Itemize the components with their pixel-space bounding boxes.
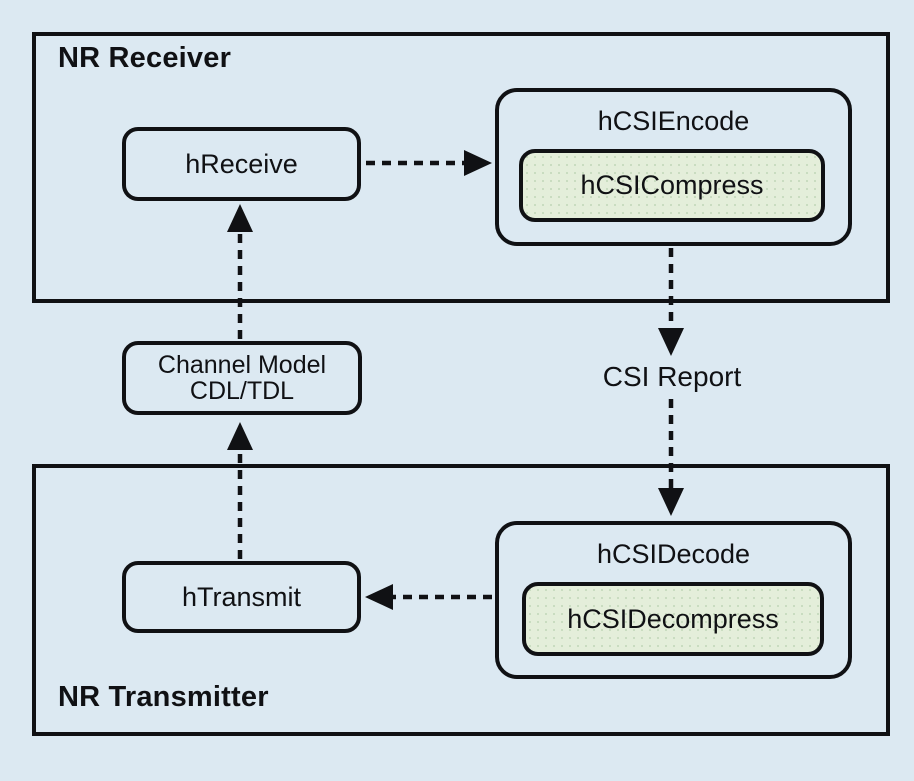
nr-transmitter-group-box [32,464,890,736]
hcsicompress-block: hCSICompress [519,149,825,222]
nr-receiver-group-box [32,32,890,303]
htransmit-block: hTransmit [122,561,361,633]
hreceive-label: hReceive [185,148,298,179]
channel-model-block: Channel Model CDL/TDL [122,341,362,415]
arrowhead-up-icon [227,422,253,450]
hcsiencode-label: hCSIEncode [597,106,750,136]
hcsicompress-label: hCSICompress [580,170,764,201]
csi-report-label: CSI Report [602,361,742,392]
hreceive-block: hReceive [122,127,361,201]
channel-model-line1: Channel Model [157,351,327,379]
nr-receiver-title: NR Receiver [58,42,232,74]
arrowhead-down-icon [658,328,684,356]
hcsidecode-label: hCSIDecode [596,539,751,569]
hcsidecompress-label: hCSIDecompress [567,603,779,634]
hcsidecompress-block: hCSIDecompress [522,582,824,656]
channel-model-label: Channel Model CDL/TDL [158,352,326,404]
htransmit-label: hTransmit [181,581,302,612]
channel-model-line2: CDL/TDL [189,377,295,405]
nr-transmitter-title: NR Transmitter [58,681,269,713]
